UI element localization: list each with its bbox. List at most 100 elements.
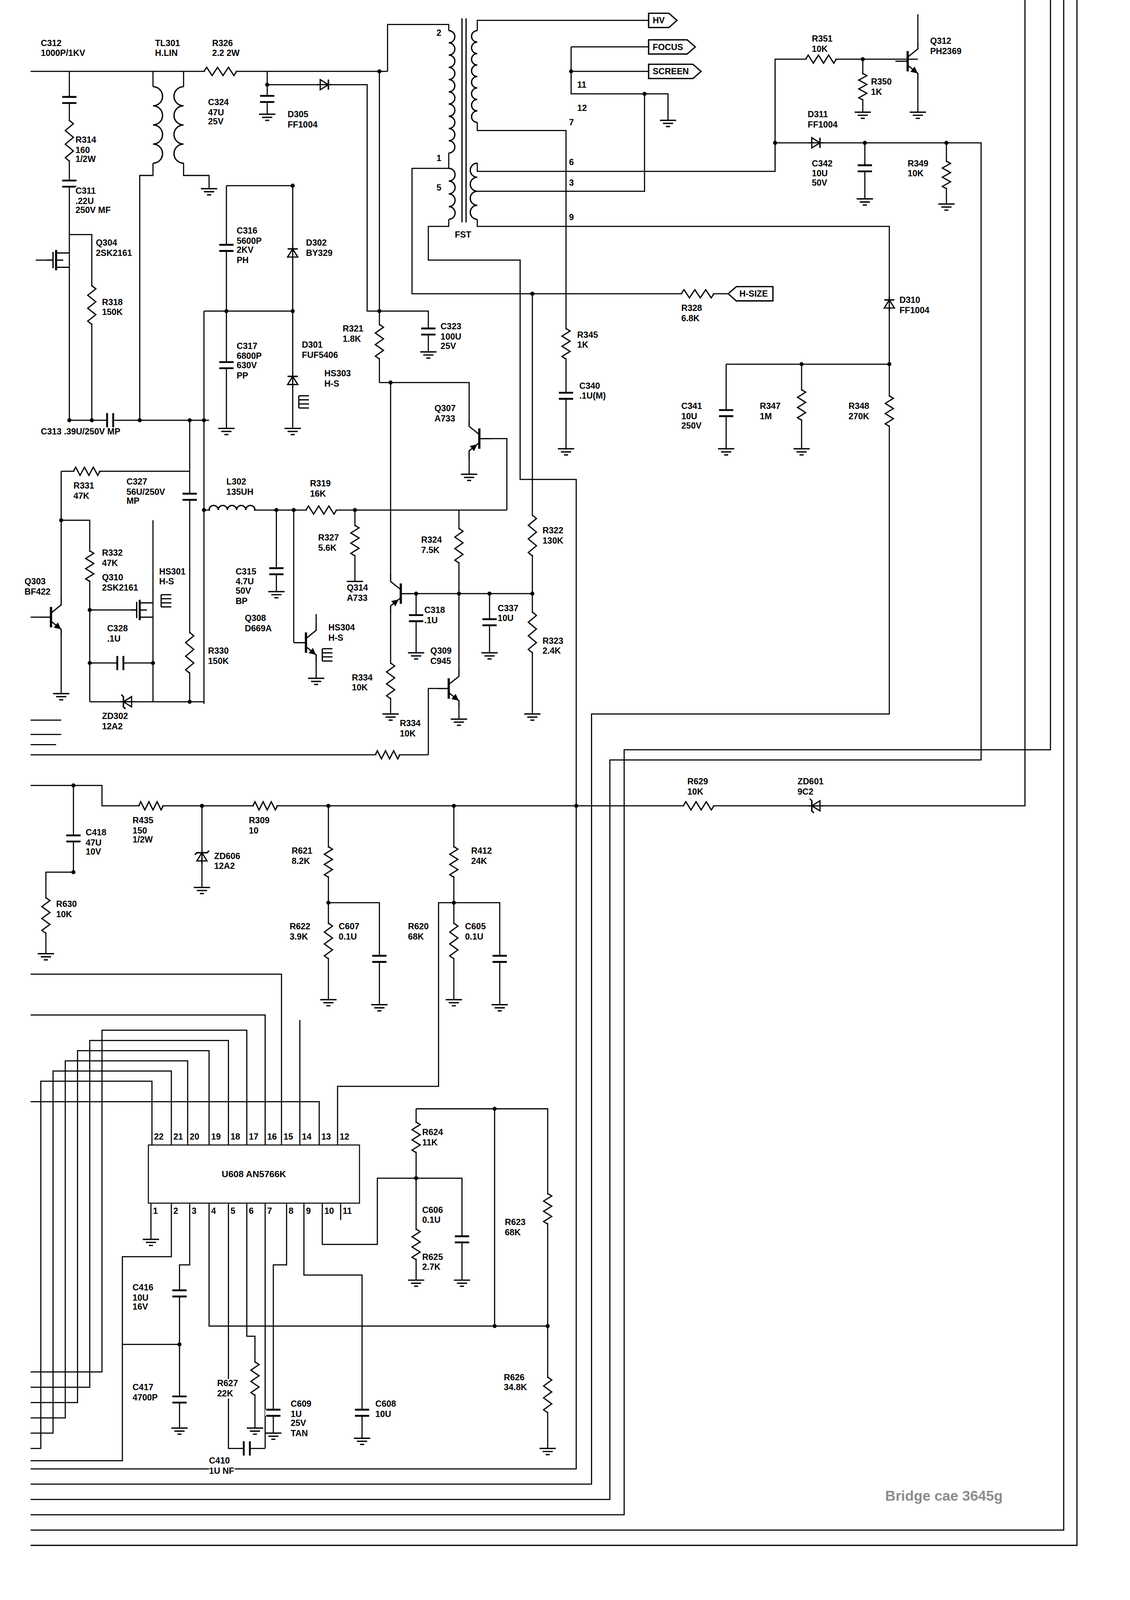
part-label: 22K [217, 1388, 234, 1399]
ground-symbol [420, 352, 437, 359]
part-label: TL301 [155, 38, 181, 49]
part-label: C318 [424, 605, 445, 616]
pin-number: 2 [436, 28, 442, 39]
part-label: C324 [208, 97, 229, 108]
part-label: D669A [244, 623, 272, 634]
junction-dot [59, 518, 64, 523]
ground-symbol [259, 114, 276, 121]
part-label: 34.8K [503, 1382, 527, 1393]
part-label: R626 [503, 1372, 525, 1383]
pin-number: 14 [301, 1132, 312, 1143]
part-label: 10U [132, 1292, 149, 1303]
part-label: 1K [870, 87, 883, 98]
resistor-symbol [350, 525, 359, 556]
part-label: 8.2K [291, 856, 311, 867]
resistor-symbol [858, 73, 867, 100]
diode-body [287, 245, 298, 260]
part-label: R332 [101, 548, 123, 559]
part-label: 0.1U [465, 931, 484, 942]
junction-dot [545, 1323, 550, 1328]
junction-dot [860, 57, 865, 62]
part-label: C607 [338, 921, 360, 932]
wire [152, 71, 154, 87]
junction-dot [377, 69, 382, 74]
part-label: 5600P [236, 236, 262, 247]
wire [60, 471, 63, 597]
part-label: D305 [287, 110, 309, 120]
part-label: 2.7K [422, 1261, 441, 1272]
junction-dot [574, 803, 579, 808]
part-label: 1000P/1KV [40, 48, 85, 59]
flag-shape [648, 39, 696, 55]
part-label: BP [235, 596, 248, 607]
wire [30, 733, 61, 735]
resistor-symbol [252, 801, 278, 810]
part-label: D301 [301, 340, 323, 351]
fet-symbol [130, 601, 137, 618]
junction-dot [352, 507, 357, 512]
wire [30, 1040, 229, 1387]
wire [30, 785, 577, 806]
fet-symbol [139, 602, 153, 617]
wire [726, 363, 890, 366]
wire [30, 719, 61, 721]
pin-number: 11 [577, 80, 587, 91]
part-label: R349 [907, 159, 929, 170]
part-label: D310 [899, 295, 921, 306]
part-label: Q309 [430, 646, 452, 657]
part-label: C416 [132, 1282, 153, 1293]
part-label: C945 [430, 656, 451, 667]
junction-dot [290, 309, 295, 314]
wire [266, 71, 268, 115]
wire [150, 1203, 152, 1240]
capacitor-symbol [718, 409, 734, 417]
pin-number: 7 [569, 118, 574, 128]
wire [454, 902, 501, 1005]
part-label: R326 [212, 38, 233, 49]
junction-dot [487, 591, 492, 596]
part-label: 1/2W [132, 835, 153, 846]
ground-symbol [193, 887, 210, 894]
resistor-symbol [449, 922, 458, 959]
pin-number: 12 [339, 1132, 350, 1143]
capacitor-symbol [857, 165, 872, 172]
connector-flag: FOCUS [648, 39, 696, 55]
diode-body [317, 79, 332, 90]
pin-number: 5 [230, 1206, 236, 1217]
part-label: 1K [577, 339, 589, 350]
wire [203, 310, 205, 704]
part-label: 1.8K [342, 334, 362, 345]
wire [139, 163, 153, 421]
ground-symbol [445, 999, 462, 1006]
resistor-symbol [805, 55, 837, 64]
wire [30, 616, 39, 618]
part-label: 150K [208, 656, 229, 667]
transistor-symbol [895, 40, 918, 82]
wire [60, 637, 63, 694]
junction-dot [274, 507, 279, 512]
symbol-mask [61, 180, 78, 187]
wire [725, 364, 727, 449]
part-label: R348 [848, 401, 870, 412]
junction-dot [224, 309, 229, 314]
part-label: 24K [471, 856, 488, 867]
diode-symbol [808, 137, 824, 149]
part-label: C342 [811, 159, 833, 170]
coil-symbol [208, 505, 255, 510]
resistor-symbol [683, 801, 714, 810]
resistor-symbol [885, 395, 894, 427]
diode-symbol [884, 296, 895, 311]
resistor-symbol [681, 289, 714, 298]
resistor-symbol [250, 1361, 260, 1396]
part-label: 5.6K [318, 543, 337, 553]
part-label: 4700P [132, 1392, 158, 1403]
part-label: C328 [106, 624, 128, 634]
part-label: Q303 [24, 577, 46, 587]
part-label: BF422 [24, 586, 51, 597]
wire [415, 593, 417, 653]
diode-bar [287, 248, 298, 250]
part-label: 4.7U [235, 576, 255, 587]
wire [917, 14, 919, 41]
wire [412, 593, 533, 595]
ground-symbol [491, 1004, 508, 1012]
